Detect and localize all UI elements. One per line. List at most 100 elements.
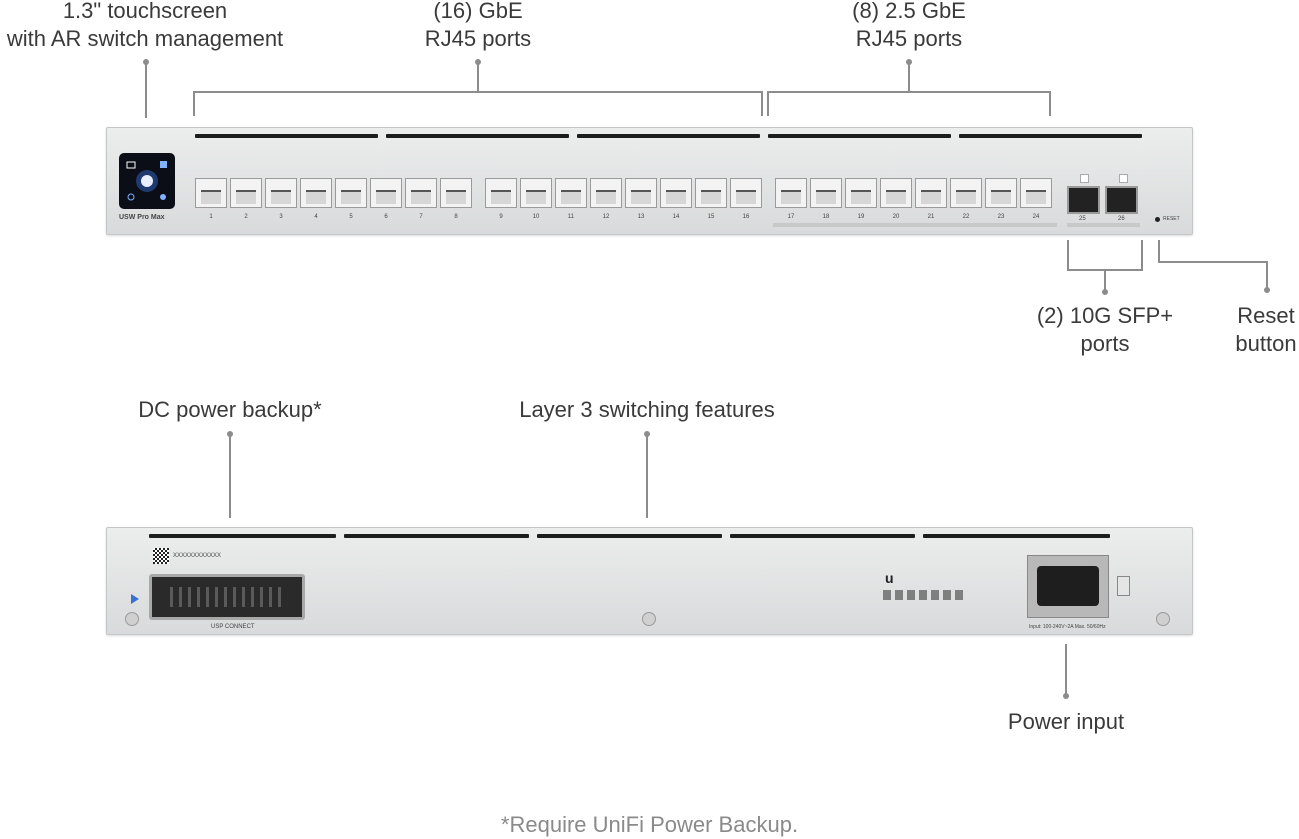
rj45-port-22[interactable] [950, 178, 982, 208]
serial-label: XXXXXXXXXXXX [173, 553, 222, 559]
rj45-port-2[interactable] [230, 178, 262, 208]
callout-power-input: Power input [1007, 709, 1125, 734]
rj45-port-19[interactable] [845, 178, 877, 208]
back-vent [149, 534, 336, 538]
port-number-label: 9 [499, 214, 503, 220]
rj45-port-3[interactable] [265, 178, 297, 208]
port-number-label: 21 [927, 214, 935, 220]
usp-connect-label: USP CONNECT [211, 624, 255, 630]
callout-touchscreen-line1: 1.3" touchscreen [62, 0, 228, 23]
touchscreen-display[interactable] [119, 153, 175, 209]
back-vent [923, 534, 1110, 538]
connector-pins [170, 587, 282, 607]
rj45-port-23[interactable] [985, 178, 1017, 208]
callout-25gbe-ports: (8) 2.5 GbE RJ45 ports [809, 0, 1009, 53]
rj45-port-16[interactable] [730, 178, 762, 208]
power-switch-toggle[interactable] [1117, 576, 1130, 596]
port-number-label: 23 [997, 214, 1005, 220]
sfp-number-26: 26 [1118, 216, 1125, 222]
rj45-port-13[interactable] [625, 178, 657, 208]
rj45-port-9[interactable] [485, 178, 517, 208]
reset-button[interactable] [1155, 217, 1160, 222]
port-number-label: 24 [1032, 214, 1040, 220]
rj45-port-5[interactable] [335, 178, 367, 208]
switch-back-panel: XXXXXXXXXXXX USP CONNECT u Input: 100-24… [106, 527, 1193, 635]
power-rating-label: Input: 100-240V~2A Max. 50/60Hz [1029, 624, 1106, 630]
port-number-label: 1 [209, 214, 213, 220]
port-number-label: 6 [384, 214, 388, 220]
callout-reset-button: Reset button [1226, 302, 1299, 358]
sfp-number-25: 25 [1079, 216, 1086, 222]
port-number-label: 4 [314, 214, 318, 220]
port-number-label: 7 [419, 214, 423, 220]
port-number-label: 3 [279, 214, 283, 220]
sfp-port-25[interactable] [1067, 186, 1100, 214]
rj45-port-20[interactable] [880, 178, 912, 208]
port-number-label: 12 [602, 214, 610, 220]
rj45-port-7[interactable] [405, 178, 437, 208]
rj45-port-21[interactable] [915, 178, 947, 208]
sfp-group-bar [1067, 223, 1140, 227]
callout-gbe-ports: (16) GbE RJ45 ports [378, 0, 578, 53]
port-number-label: 14 [672, 214, 680, 220]
rj45-port-4[interactable] [300, 178, 332, 208]
rj45-port-24[interactable] [1020, 178, 1052, 208]
screw-icon [1156, 612, 1170, 626]
front-vent [959, 134, 1142, 138]
port-number-label: 19 [857, 214, 865, 220]
callout-gbe-line1: (16) GbE [433, 0, 523, 23]
sfp-port-26[interactable] [1105, 186, 1138, 214]
port-number-label: 15 [707, 214, 715, 220]
status-arrow-icon [131, 594, 139, 604]
rj45-port-14[interactable] [660, 178, 692, 208]
rj45-port-18[interactable] [810, 178, 842, 208]
rj45-port-17[interactable] [775, 178, 807, 208]
rj45-port-8[interactable] [440, 178, 472, 208]
callout-sfp-line1: (2) 10G SFP+ [1036, 303, 1174, 328]
rj45-port-10[interactable] [520, 178, 552, 208]
qr-code-icon [153, 548, 169, 564]
port-number-label: 13 [637, 214, 645, 220]
model-label: USW Pro Max [119, 214, 165, 221]
dc-power-backup-connector[interactable] [149, 574, 305, 620]
footnote: *Require UniFi Power Backup. [500, 812, 799, 837]
port-number-label: 18 [822, 214, 830, 220]
rj45-port-15[interactable] [695, 178, 727, 208]
front-vent [768, 134, 951, 138]
back-vent [730, 534, 915, 538]
callout-reset-line1: Reset [1237, 303, 1295, 328]
port-number-label: 22 [962, 214, 970, 220]
port-number-label: 8 [454, 214, 458, 220]
screw-icon [642, 612, 656, 626]
sfp-led [1119, 174, 1128, 183]
port-number-label: 20 [892, 214, 900, 220]
back-vent [537, 534, 722, 538]
rj45-port-12[interactable] [590, 178, 622, 208]
front-vent [386, 134, 569, 138]
rj45-port-6[interactable] [370, 178, 402, 208]
ubiquiti-logo-icon: u [885, 570, 894, 586]
port-number-label: 11 [567, 214, 575, 220]
port-number-label: 5 [349, 214, 353, 220]
port-group-bar [773, 223, 1057, 227]
rj45-port-1[interactable] [195, 178, 227, 208]
sfp-led [1080, 174, 1089, 183]
callout-dc-power-backup: DC power backup* [138, 397, 322, 422]
callout-reset-line2: button [1235, 331, 1297, 356]
callout-touchscreen: 1.3" touchscreen with AR switch manageme… [0, 0, 290, 53]
callout-25gbe-line2: RJ45 ports [855, 26, 963, 51]
front-vent [577, 134, 760, 138]
port-number-label: 2 [244, 214, 248, 220]
ac-socket [1037, 566, 1099, 606]
callout-gbe-line2: RJ45 ports [424, 26, 532, 51]
callout-layer3: Layer 3 switching features [519, 397, 775, 422]
callout-sfp-ports: (2) 10G SFP+ ports [1020, 302, 1190, 358]
port-number-label: 16 [742, 214, 750, 220]
callout-sfp-line2: ports [1080, 331, 1130, 356]
reset-label: RESET [1163, 216, 1180, 222]
touchscreen-ui-icon [126, 161, 167, 201]
rj45-port-11[interactable] [555, 178, 587, 208]
ac-power-inlet[interactable] [1027, 555, 1109, 618]
